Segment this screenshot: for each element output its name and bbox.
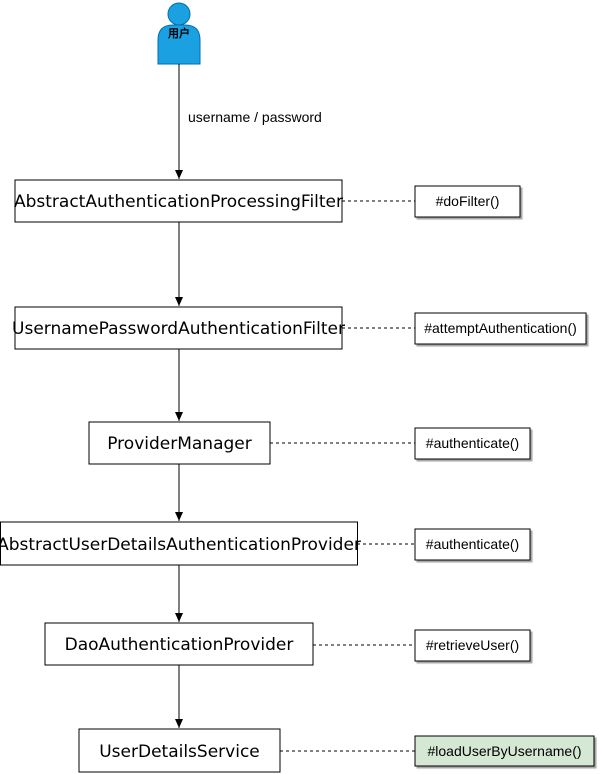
node-label: UsernamePasswordAuthenticationFilter — [12, 319, 345, 339]
note-load-user-by-username: #loadUserByUsername() — [414, 735, 595, 767]
note-do-filter: #doFilter() — [414, 185, 521, 218]
note-retrieve-user: #retrieveUser() — [414, 629, 531, 662]
note-authenticate-abstract-provider: #authenticate() — [414, 528, 531, 561]
note-label: #retrieveUser() — [426, 637, 519, 653]
node-label: DaoAuthenticationProvider — [65, 635, 294, 655]
highlighted-note-box — [414, 735, 595, 767]
node-abstract-user-details-authentication-provider: AbstractUserDetailsAuthenticationProvide… — [0, 521, 361, 566]
node-label: UserDetailsService — [99, 742, 260, 762]
note-label: #authenticate() — [426, 435, 519, 451]
node-dao-authentication-provider: DaoAuthenticationProvider — [44, 622, 314, 666]
user-actor-label: 用户 — [168, 26, 190, 40]
note-label: #loadUserByUsername() — [427, 743, 581, 759]
note-label: #attemptAuthentication() — [424, 320, 577, 336]
node-user-details-service: UserDetailsService — [78, 728, 281, 773]
credentials-label: username / password — [188, 109, 322, 125]
node-label: AbstractAuthenticationProcessingFilter — [14, 192, 343, 212]
user-actor-body — [157, 24, 201, 65]
node-abstract-authentication-processing-filter: AbstractAuthenticationProcessingFilter — [14, 179, 343, 223]
note-authenticate-provider-manager: #authenticate() — [414, 427, 531, 460]
note-label: #authenticate() — [426, 536, 519, 552]
note-label: #doFilter() — [436, 193, 500, 209]
user-actor-head — [167, 2, 191, 26]
node-username-password-authentication-filter: UsernamePasswordAuthenticationFilter — [12, 306, 345, 350]
user-actor: 用户 — [157, 2, 201, 65]
note-attempt-authentication: #attemptAuthentication() — [414, 312, 587, 345]
node-provider-manager: ProviderManager — [88, 421, 271, 465]
node-label: ProviderManager — [107, 434, 252, 454]
note-connectors — [270, 200, 415, 752]
node-label: AbstractUserDetailsAuthenticationProvide… — [0, 535, 361, 555]
